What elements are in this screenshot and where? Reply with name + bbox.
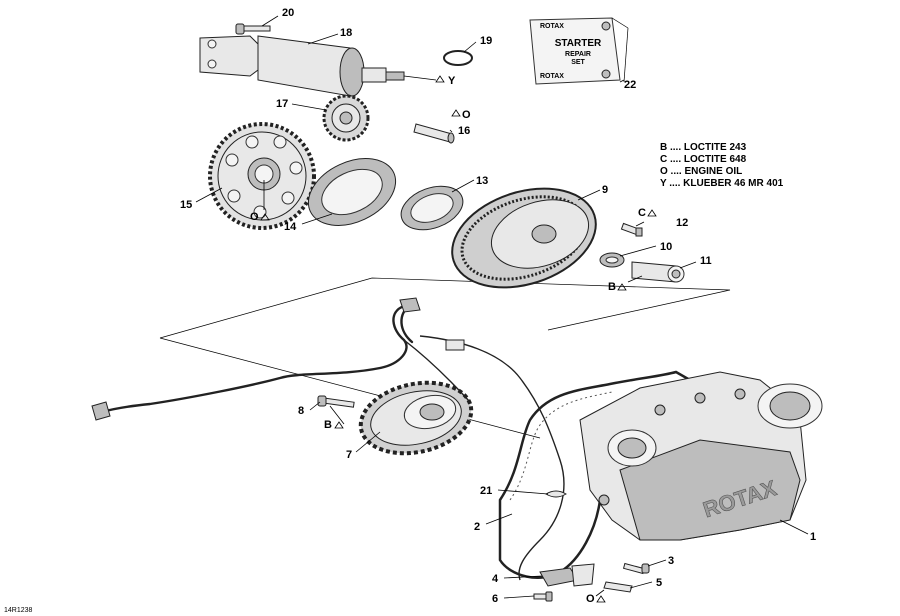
callout-6: 6 [492, 593, 498, 605]
legend-loctite-648: C .... LOCTITE 648 [660, 154, 747, 165]
callout-18: 18 [340, 27, 352, 39]
callout-9: 9 [602, 184, 608, 196]
part-9-rotor-flywheel [451, 187, 597, 289]
callout-7: 7 [346, 449, 352, 461]
callout-4: 4 [492, 573, 499, 585]
svg-text:O: O [586, 593, 595, 605]
callout-1: 1 [810, 531, 816, 543]
part-8-screw [317, 395, 355, 408]
callout-16: 16 [458, 125, 470, 137]
callout-21: 21 [480, 485, 492, 497]
callout-12: 12 [676, 217, 688, 229]
svg-text:O: O [250, 211, 259, 223]
part-6-screw [533, 591, 553, 602]
svg-text:C: C [638, 207, 646, 219]
part-17-gear [322, 94, 370, 142]
part-20-screw [235, 23, 271, 35]
part-10-washer [599, 252, 625, 268]
callout-numbers: 20 18 19 22 17 16 15 14 13 9 12 10 11 8 … [180, 7, 816, 605]
legend-engine-oil: O .... ENGINE OIL [660, 166, 742, 177]
stator-wiring-harness [91, 297, 565, 581]
mark-o-pin: O [451, 109, 471, 121]
part-15-ring-gear [208, 122, 316, 230]
svg-text:B: B [608, 281, 616, 293]
legend-klueber: Y .... KLUEBER 46 MR 401 [660, 178, 784, 189]
part-3-screw [622, 562, 650, 575]
mark-c-screw: C [638, 207, 657, 219]
part-12-screw [620, 222, 643, 237]
legend-loctite-243: B .... LOCTITE 243 [660, 142, 747, 153]
callout-17: 17 [276, 98, 288, 110]
callout-2: 2 [474, 521, 480, 533]
callout-3: 3 [668, 555, 674, 567]
mark-b-stator-screw: B [324, 419, 344, 431]
svg-text:B: B [324, 419, 332, 431]
callout-20: 20 [282, 7, 294, 19]
part-14-sprag-clutch-ring [307, 158, 397, 226]
callout-13: 13 [476, 175, 488, 187]
mark-o-bottom: O [586, 593, 606, 605]
card-brand-bottom: ROTAX [540, 73, 564, 80]
leader-lines [195, 15, 809, 599]
part-18-starter-motor [199, 35, 405, 97]
callout-8: 8 [298, 405, 304, 417]
mark-o-ring-gear: O [250, 211, 270, 223]
part-11-sleeve [631, 261, 685, 283]
part-1-magneto-cover: ROTAX [579, 371, 823, 541]
card-brand-top: ROTAX [540, 23, 564, 30]
part-19-o-ring [443, 50, 473, 66]
card-line-2: REPAIR [565, 51, 591, 58]
part-21-clip [545, 490, 567, 498]
svg-text:Y: Y [448, 75, 456, 87]
part-5-pin [603, 581, 633, 593]
card-line-3: SET [571, 59, 585, 66]
part-13-bearing-ring [400, 185, 464, 231]
callout-19: 19 [480, 35, 492, 47]
mark-y-starter: Y [435, 75, 456, 87]
harness-connector [445, 339, 465, 351]
part-16-shaft-pin [413, 123, 455, 144]
callout-22: 22 [624, 79, 636, 91]
drawing-code: 14R1238 [4, 607, 33, 614]
callout-15: 15 [180, 199, 192, 211]
callout-5: 5 [656, 577, 662, 589]
callout-11: 11 [700, 255, 712, 267]
callout-10: 10 [660, 241, 672, 253]
part-22-repair-set-card: ROTAX STARTER REPAIR SET ROTAX [529, 17, 629, 85]
callout-14: 14 [284, 221, 297, 233]
mark-b-sleeve: B [608, 281, 627, 293]
part-4-sensor [539, 563, 595, 587]
card-line-1: STARTER [555, 38, 602, 49]
part-7-stator [358, 380, 474, 456]
lubricant-marks: Y O O C B B O [250, 75, 657, 605]
svg-text:O: O [462, 109, 471, 121]
lubricant-legend: B .... LOCTITE 243 C .... LOCTITE 648 O … [660, 142, 784, 189]
assembly-frame-lines [159, 277, 731, 439]
